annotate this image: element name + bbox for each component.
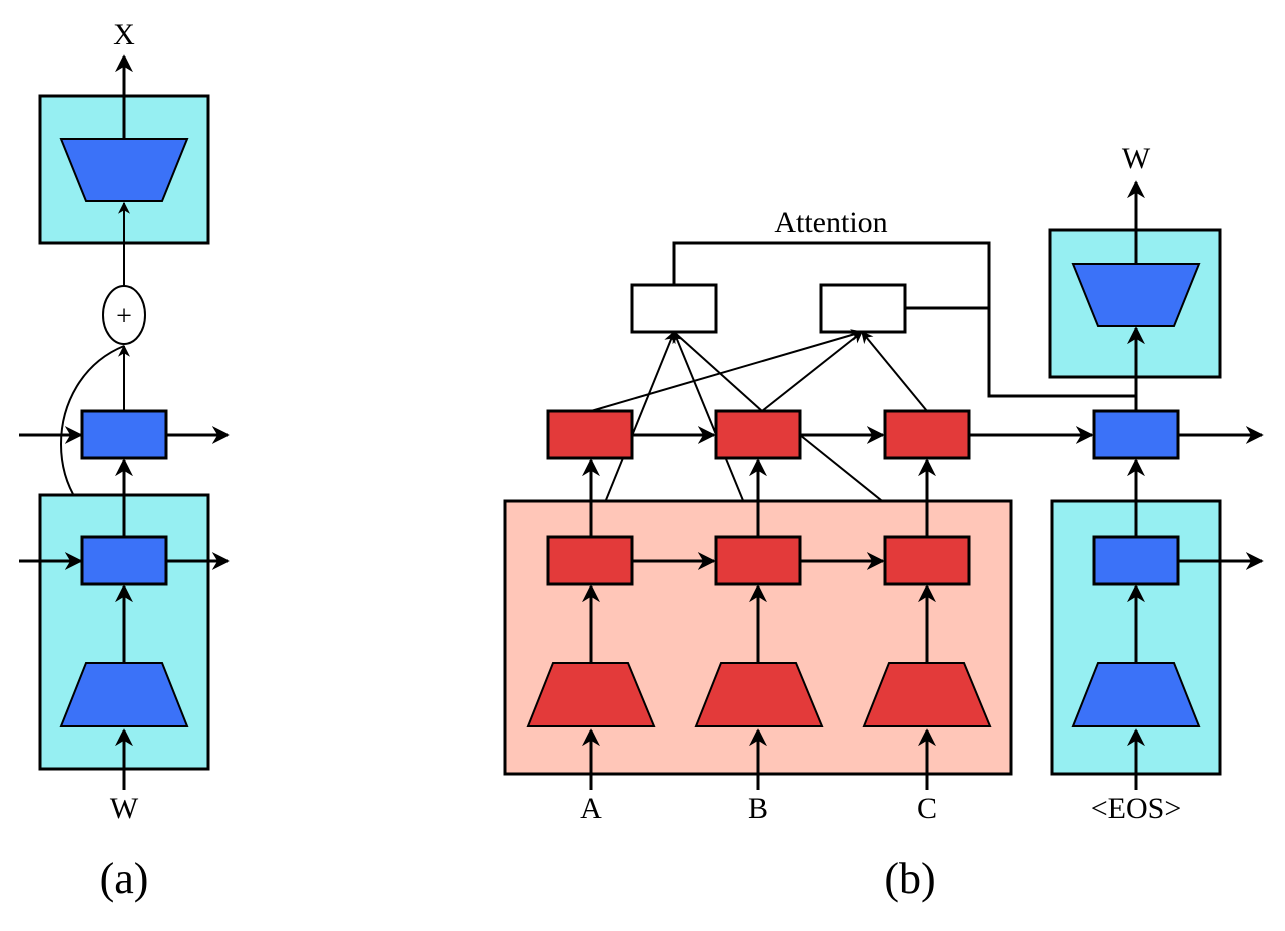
output-label-x: X xyxy=(113,18,135,51)
output-projection-trapezoid xyxy=(59,138,189,202)
caption-a: (a) xyxy=(100,854,149,903)
decoder-output-trapezoid xyxy=(1071,263,1201,327)
decoder-output-label: W xyxy=(1122,142,1151,175)
encoder-embedding-b xyxy=(694,662,824,727)
sum-symbol: + xyxy=(116,301,132,332)
encoder-input-a: A xyxy=(580,792,602,825)
embedding-trapezoid xyxy=(59,662,189,727)
panel-b: Attention A xyxy=(503,142,1264,903)
attention-label: Attention xyxy=(774,206,887,239)
lower-lstm-cell xyxy=(80,535,168,586)
attention-feedback-path xyxy=(672,241,1137,398)
encoder-recurrent-arrows xyxy=(632,426,1094,570)
encoder-input-b: B xyxy=(748,792,768,825)
encoder-upper-cell-a xyxy=(546,409,634,460)
encoder-column-a: A xyxy=(526,409,656,825)
decoder-lower-cell xyxy=(1092,535,1180,586)
attention-block-2 xyxy=(819,283,907,334)
encoder-column-c: C xyxy=(862,409,992,825)
upper-lstm-cell xyxy=(80,409,168,460)
caption-b: (b) xyxy=(884,854,935,903)
encoder-column-b: B xyxy=(694,409,824,825)
encoder-lower-cell-b xyxy=(714,535,802,586)
attention-block-1 xyxy=(630,283,718,334)
encoder-embedding-a xyxy=(526,662,656,727)
input-label-w: W xyxy=(110,792,139,825)
encoder-lower-cell-c xyxy=(883,535,971,586)
encoder-upper-cell-c xyxy=(883,409,971,460)
panel-a: X + W (a) xyxy=(19,18,230,903)
encoder-upper-cell-b xyxy=(714,409,802,460)
encoder-lower-cell-a xyxy=(546,535,634,586)
decoder-embedding-trapezoid xyxy=(1071,662,1201,727)
decoder-upper-cell xyxy=(1092,409,1180,460)
encoder-embedding-c xyxy=(862,662,992,727)
encoder-input-c: C xyxy=(917,792,937,825)
decoder-input-label: <EOS> xyxy=(1091,792,1182,825)
